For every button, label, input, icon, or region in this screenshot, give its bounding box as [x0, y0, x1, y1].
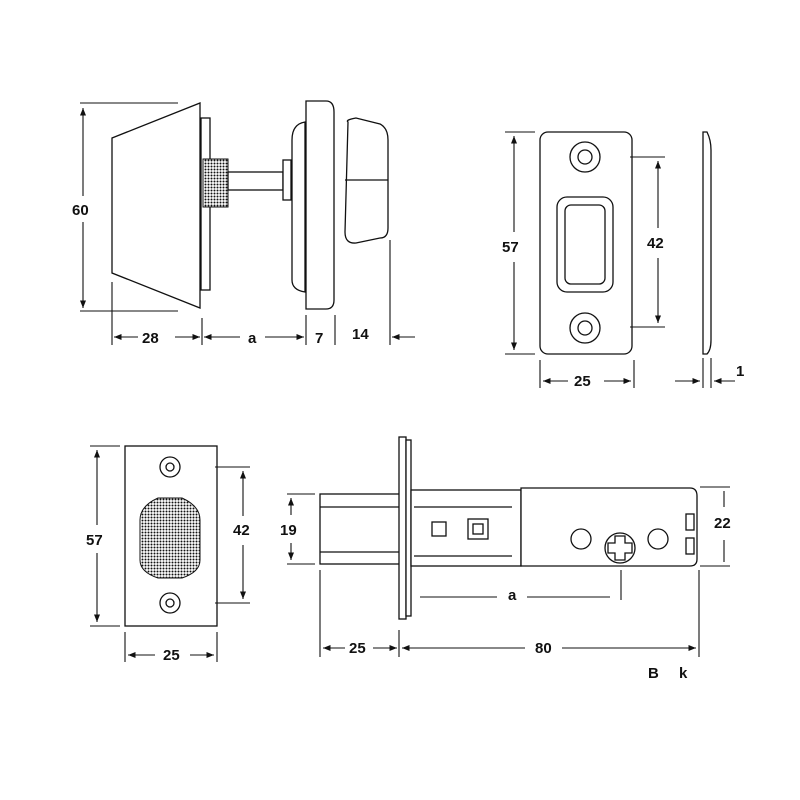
- dim-strike-holes: 42: [647, 235, 664, 252]
- dim-latch-height: 57: [86, 532, 103, 549]
- dim-latch-holes: 42: [233, 522, 250, 539]
- dim-strike-height: 57: [502, 239, 519, 256]
- dim-a: a: [248, 330, 257, 347]
- screw-cross-icon: [607, 535, 633, 561]
- dim-projection: 25: [349, 640, 366, 657]
- latch-bolt-knurl: [139, 497, 201, 579]
- dim-strike-width: 25: [574, 373, 591, 390]
- legend-k: k: [679, 665, 688, 682]
- dim-height: 60: [72, 202, 89, 219]
- outer-rose: [111, 102, 201, 309]
- dim-plate: 7: [315, 330, 323, 347]
- dim-bolt-height: 19: [280, 522, 297, 539]
- dim-length: 80: [535, 640, 552, 657]
- latch-face-view: 57 42 25: [86, 445, 250, 664]
- strike-plate-view: 57 42 25 1: [502, 131, 744, 390]
- spindle-end: [282, 159, 292, 201]
- inner-rose-back: [291, 121, 306, 293]
- knurled-collar: [202, 158, 229, 208]
- dim-case-height: 22: [714, 515, 731, 532]
- deadbolt-side-view: 60 28 a 7 14: [72, 100, 415, 347]
- dim-backset-a: a: [508, 587, 517, 604]
- spindle: [227, 171, 284, 191]
- dim-thumbturn: 14: [352, 326, 369, 343]
- dim-latch-width: 25: [163, 647, 180, 664]
- strike-edge: [702, 131, 712, 355]
- latch-body-view: 19 22 a 25 80: [280, 436, 731, 657]
- legend-b: B: [648, 665, 659, 682]
- dim-strike-thickness: 1: [736, 363, 744, 380]
- dim-depth: 28: [142, 330, 159, 347]
- inner-rose: [305, 100, 335, 310]
